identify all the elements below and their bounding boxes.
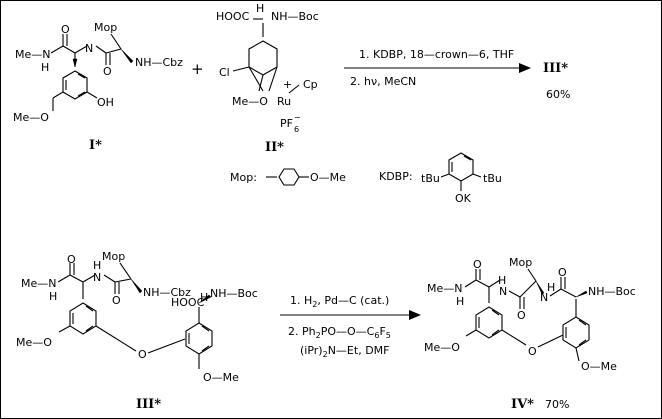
compound-III-h2: H (93, 259, 101, 272)
compound-IV-h2: H (498, 274, 506, 287)
reaction-1-yield: 60% (546, 88, 570, 101)
compound-IV-ether-o: O (528, 345, 537, 358)
compound-IV-h1: H (456, 295, 464, 308)
compound-IV-nh-boc: NH—Boc (588, 285, 636, 298)
compound-III-cooh: HOOC (171, 296, 205, 309)
kdbp-legend-label: KDBP: (379, 170, 413, 183)
compound-III-nh-boc: NH—Boc (210, 287, 258, 300)
compound-III-ether-o: O (138, 348, 147, 361)
compound-IV-h3: H (547, 281, 555, 294)
compound-IV-n2: N (540, 291, 548, 304)
kdbp-legend: KDBP: tBu tBu OK (379, 152, 502, 205)
compound-I-carbonyl-o1: O (61, 23, 70, 36)
compound-II-cooh: HOOC (216, 10, 250, 23)
compound-IV-yield: 70% (545, 398, 569, 411)
reaction-1-condition-step1: 1. KDBP, 18—crown—6, THF (359, 48, 514, 61)
compound-I-nh-cbz: NH—Cbz (135, 56, 183, 69)
reaction-2-condition-step1: 1. H2, Pd—C (cat.) (290, 294, 389, 309)
kdbp-ok: OK (455, 192, 472, 205)
reaction-2-condition-step2b: (iPr)2N—Et, DMF (300, 344, 389, 359)
compound-II-chloro: Cl (219, 66, 230, 79)
compound-IV-o3: O (558, 266, 567, 279)
compound-II-pf: PF (280, 117, 293, 130)
compound-I-carbonyl-o2: O (103, 65, 112, 78)
compound-III-h3: H (200, 291, 208, 304)
compound-IV-methoxy: Me—O (424, 341, 460, 354)
compound-IV-structure: Mop Me—N H O N H O N H O NH—Boc Me—O (424, 256, 636, 373)
compound-II-plus-charge: + (283, 78, 292, 91)
compound-IV-mop: Mop (509, 256, 532, 269)
compound-I-structure: Mop Me—N H O N O NH—Cbz OH M (13, 21, 183, 124)
reaction-arrow-1-head (519, 63, 531, 73)
compound-III-structure: Mop Me—N H O N H O NH—Cbz Me—O O (16, 250, 258, 384)
compound-II-ruthenium: Ru (277, 95, 291, 108)
compound-I-hydroxyl: OH (97, 96, 114, 109)
reaction-1-condition-step2: 2. hν, MeCN (350, 75, 416, 88)
reaction-arrow-2-head (409, 310, 421, 320)
mop-legend-methoxy: O—Me (310, 171, 346, 184)
compound-IV-n1: N (499, 285, 507, 298)
compound-III-methylamine: Me—N (21, 277, 57, 290)
compound-II-methoxy: Me—O (232, 95, 268, 108)
compound-IV-o1: O (473, 258, 482, 271)
reaction-plus-sign: + (191, 60, 204, 78)
compound-II-pf6-charge: − (294, 113, 301, 122)
kdbp-tbu-right: tBu (483, 172, 502, 185)
compound-IV-methylamine: Me—N (427, 282, 463, 295)
compound-III-o1: O (67, 253, 76, 266)
compound-IV-ring-ome: O—Me (581, 360, 617, 373)
compound-II-structure: HOOC H NH—Boc Cl Me—O Ru + Cp PF 6 − (216, 2, 319, 134)
compound-I-amide-n: N (85, 42, 93, 55)
compound-IV-label: IV* (511, 397, 534, 412)
compound-II-cp: Cp (303, 78, 318, 91)
reaction-2-condition-step2a: 2. Ph2PO—O—C6F5 (288, 325, 391, 340)
compound-I-label: I* (89, 138, 102, 153)
compound-III-amide-n: N (93, 271, 101, 284)
compound-IV-o2: O (517, 309, 526, 322)
compound-I-mop-label: Mop (94, 21, 117, 34)
kdbp-tbu-left: tBu (421, 172, 440, 185)
reaction-1-product: III* (543, 61, 568, 76)
compound-III-mop: Mop (102, 250, 125, 263)
compound-II-pf6-subscript: 6 (294, 125, 299, 134)
compound-III-nh-cbz: NH—Cbz (143, 286, 191, 299)
compound-I-methylamine: Me—N (15, 48, 51, 61)
compound-I-nh-h: H (41, 61, 49, 74)
compound-II-alpha-h: H (256, 2, 264, 15)
compound-III-methoxy: Me—O (16, 336, 52, 349)
compound-III-h1: H (49, 290, 57, 303)
compound-III-o2: O (112, 294, 121, 307)
compound-III-label: III* (136, 397, 161, 412)
compound-I-methoxy: Me—O (13, 111, 49, 124)
mop-legend: Mop: O—Me (230, 168, 346, 186)
compound-II-nh-boc: NH—Boc (271, 10, 319, 23)
compound-III-ring-ome: O—Me (203, 371, 239, 384)
compound-II-label: II* (265, 140, 284, 155)
mop-legend-label: Mop: (230, 171, 257, 184)
